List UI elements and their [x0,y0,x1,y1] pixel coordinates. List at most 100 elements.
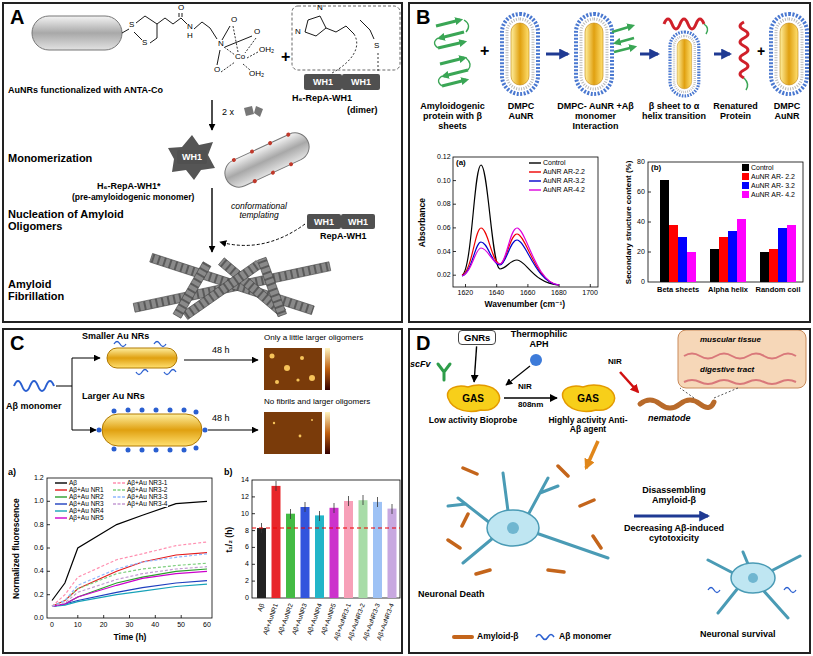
nir-arrow [620,372,638,392]
node-label: WH1 [314,217,334,227]
axis-tick-label: 1.0 [34,497,44,505]
legend-swatch [742,191,749,198]
axis-tick-label: 0.0 [34,614,44,622]
chart-tag: (a) [456,159,466,168]
afm-oligomers [273,422,275,424]
gold-nanorod [32,16,122,50]
text-label: Disassembling Amyloid-β [628,486,720,506]
fluorescence-chart [52,501,207,606]
domain-box: WH1 [307,214,341,229]
legend-text: AuNR AR- 4.2 [751,191,795,199]
axis-tick-label: 0.12 [437,153,451,161]
axis-tick-label: 8 [245,527,249,535]
atom-label: S [129,21,134,30]
legend-line [529,162,541,163]
histidine-structure [305,16,374,39]
monomer-rod [267,140,272,145]
histidine-link [332,34,378,73]
legend-text: AuNR AR- 3.2 [751,182,795,190]
bound-monomers [97,408,208,453]
atom-label: O [178,4,184,13]
afm-oligomers [299,435,302,438]
atom-label: N [295,28,301,37]
text-label: Smaller Au NRs [82,332,149,342]
secondary-structure-chart [737,219,746,282]
legend-text: Aβ+Au NR5 [69,514,104,521]
text-label: Aβ monomer [6,402,62,412]
legend-text: Control [543,159,566,167]
atom-label: S [142,39,147,48]
healthy-neuron [708,552,800,618]
panel-letter: A [10,6,24,28]
tissue-fibres [684,354,796,385]
text-label: + [757,44,765,59]
node-label: GAS [443,393,503,404]
legend-item: AuNR AR-2.2 [528,168,586,176]
panel-frame: DGNRsGASLow activity BioprobeGASHighly a… [408,328,811,654]
large-nanorod [102,414,202,446]
bound-monomers [168,408,173,413]
category-label: Alpha helix [708,286,748,294]
beta-sheet-protein [438,42,464,48]
legend-line [529,189,541,190]
text-label: Only a little larger oligomers [264,334,363,343]
legend-line [55,503,67,504]
secondary-structure-chart [648,162,803,282]
amyloid-fibrils [258,257,287,316]
domain-box: WH1 [342,74,380,90]
legend-line [113,496,125,497]
step-label: Amyloid Fibrillation [8,278,108,302]
legend-item: AuNR AR-3.2 [528,177,586,185]
process-arrow [546,53,568,56]
node-caption: Highly activity Anti-Aβ agent [543,416,633,435]
secondary-structure-chart [769,249,778,282]
text-label: Renatured Protein [708,102,763,122]
beta-sheet-protein [440,32,464,38]
gas-blob-node: GASHighly activity Anti-Aβ agent [558,383,618,413]
bound-monomers [182,448,187,453]
bound-protein [616,38,634,43]
ftir-chart [462,240,559,285]
monomer-rod [231,157,236,162]
healthy-neuron [708,552,800,618]
ftir-chart [453,157,598,287]
half-time-chart [252,528,400,529]
monomer-rod [270,170,275,175]
fluorescence-chart [52,542,207,606]
bound-protein [612,26,634,52]
legend-line [55,517,67,518]
legend-item: AuNR AR- 3.2 [741,182,796,190]
text-label: + [281,48,290,66]
afm-oligomers [275,380,279,384]
axis-tick-label: 1640 [489,289,505,297]
protein-loops [435,20,471,86]
axis-title: Wavenumber (cm⁻¹) [485,300,566,309]
legend-line [55,482,67,483]
process-arrow [714,53,730,56]
branch-arrow [56,358,100,386]
text-label: (pre-amyloidogenic monomer) [72,193,194,202]
chart-tag: a) [8,468,16,478]
legend-item: Aβ+Au NR3-4 [112,500,168,507]
axis-tick-label: 60 [203,621,211,629]
axis-title: Absorbance [417,198,426,247]
atom-label: O [254,28,260,37]
step-label: Monomerization [8,152,92,164]
text-label: Thermophilic APH [504,330,574,350]
legend-line [529,160,541,166]
process-arrow [211,100,212,130]
text-label: 2 x [222,108,234,118]
text-label: AuNRs functionalized with ANTA-Co [8,86,163,96]
category-label: Beta sheets [657,286,699,294]
monomer-rod [219,126,314,193]
node-caption: Low activity Bioprobe [428,416,518,425]
node-label: WH1 [313,77,333,87]
fluorescence-chart [52,571,207,606]
legend-text: AuNR AR-2.2 [543,168,585,176]
text-label: NIR [518,383,532,392]
axis-tick-label: 0.06 [437,224,451,232]
atom-label: Co [235,53,245,62]
fluorescence-chart [52,581,207,607]
connector-arrow [474,346,476,382]
half-time-chart [373,502,382,598]
